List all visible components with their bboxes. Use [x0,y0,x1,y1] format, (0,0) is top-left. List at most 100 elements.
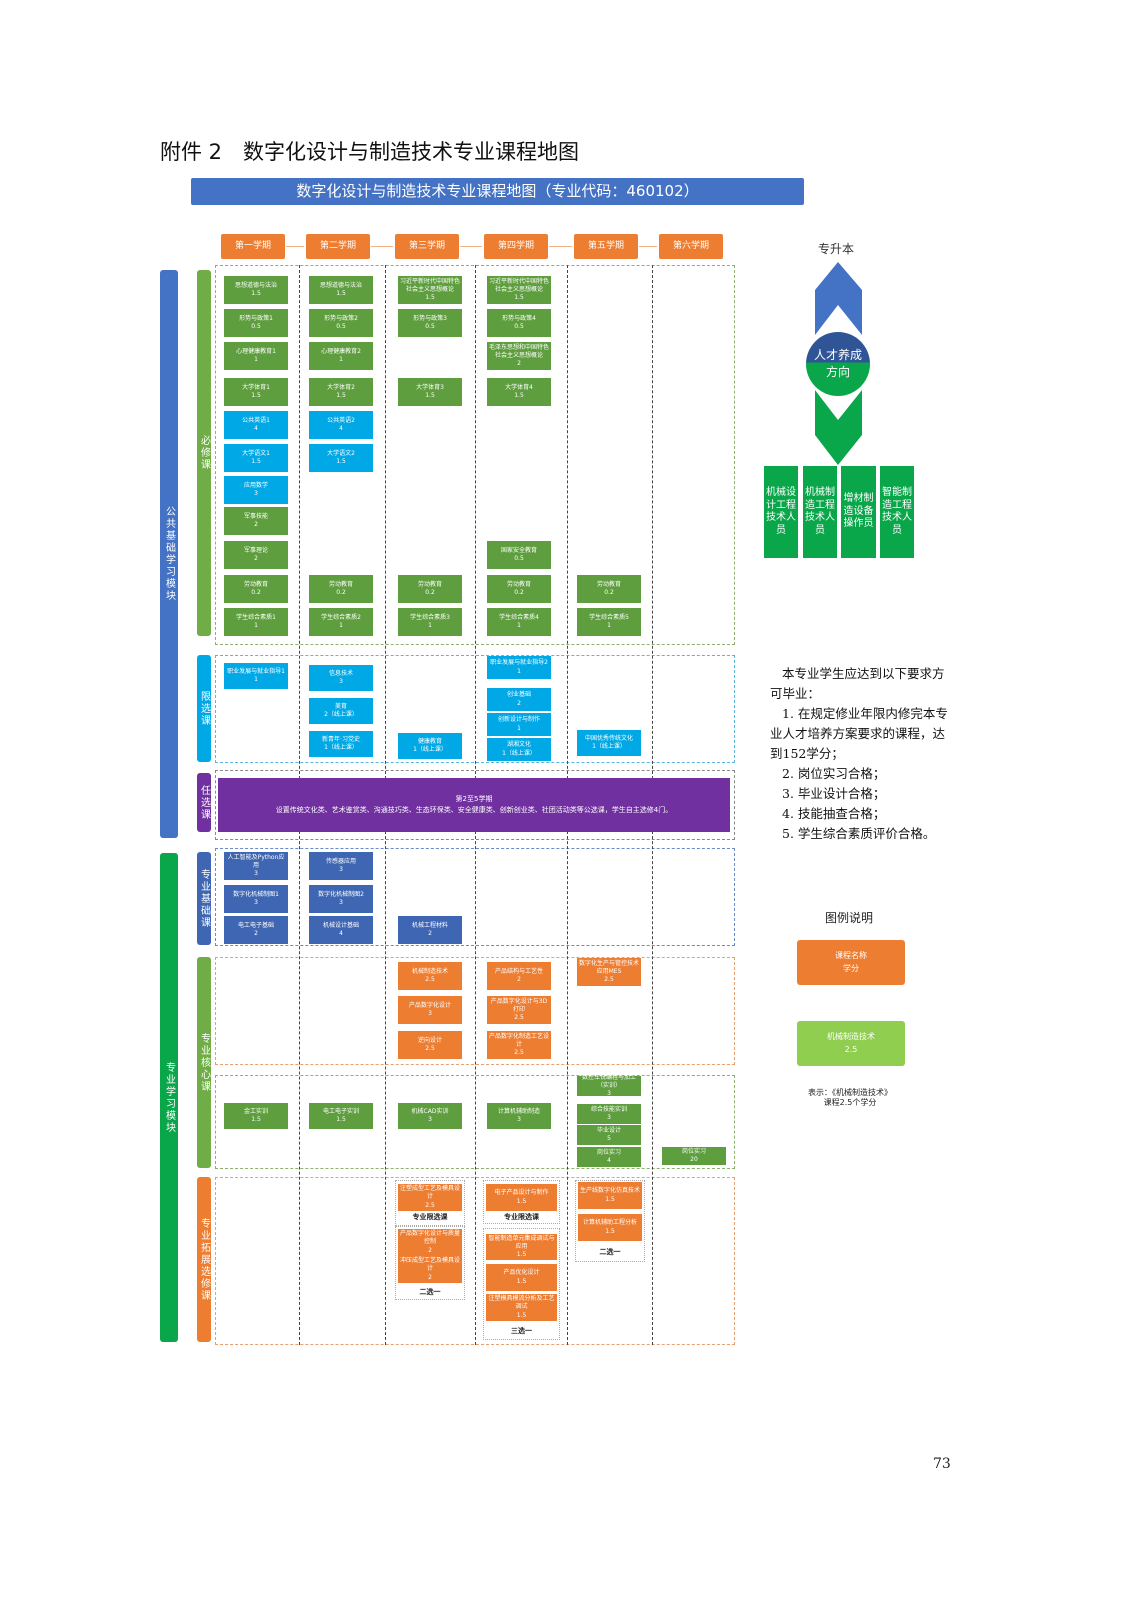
course-credit: 4 [339,425,343,432]
module-major: 专业学习模块 [160,853,178,1342]
page-number: 73 [933,1456,951,1472]
course-credit: 0.5 [514,323,524,330]
course-name: 注塑模具模流分析及工艺调试 [488,1295,555,1311]
course-name: 学生综合素质4 [499,613,539,621]
course-credit: 3 [607,1114,611,1121]
course-name: 综合技能实训 [590,1105,627,1113]
arrow-icon [460,246,482,247]
course-name: 劳动教育 [417,580,442,588]
req-item: 4. 技能抽查合格； [782,806,886,821]
job-box: 智能制造工程技术人员 [880,466,914,558]
course-credit: 1.5 [516,1197,527,1205]
course-credit: 0.2 [604,589,614,596]
course-name: 传感器应用 [325,857,356,865]
course-name: 毛泽东思想和中国特色社会主义思想概论 [489,343,550,359]
course-credit: 1.5 [516,1251,527,1259]
course-credit: 2 [517,360,521,368]
course-name: 劳动教育 [506,580,531,588]
course-credit: 0.5 [251,323,261,330]
course-credit: 1 [517,622,521,629]
arrow-icon [371,246,393,247]
arrow-icon [639,246,657,247]
course-credit: 3 [254,899,258,906]
course-name: 数控车铣编程与加工（实训） [581,1073,636,1089]
course-name: 电工电子基础 [237,921,274,929]
course-name: 学生综合素质5 [589,613,629,621]
course-name: 数字化机械制图1 [233,890,279,898]
course-name: 学生综合素质3 [410,613,450,621]
course-name: 人工智能及Python应用 [227,853,285,869]
course-credit: 1.5 [251,1116,261,1123]
req-item: 1. 在规定修业年限内修完本专业人才培养方案要求的课程，达到152学分； [770,706,948,761]
course-credit: 1.5 [516,1277,527,1285]
course-name: 毕业设计 [596,1126,621,1134]
course-credit: 1（线上课） [592,743,626,750]
course-credit: 1.5 [336,392,346,399]
course-name: 电子产品设计与制作 [494,1189,549,1197]
course-name: 冲压成型工艺及模具设计 [400,1257,461,1273]
course-credit: 0.5 [514,555,524,562]
semester-header: 第一学期 [221,234,285,259]
category-limited: 限选课 [197,655,211,762]
course-credit: 1 [517,724,521,732]
course-credit: 0.5 [425,323,435,330]
course-name: 机械制造技术 [411,967,448,975]
course-credit: 1.5 [336,290,346,297]
map-banner-title: 数字化设计与制造技术专业课程地图（专业代码：460102） [191,178,804,205]
course-credit: 1 [517,667,521,675]
course-name: 岗位实习 [681,1147,706,1155]
course-name: 产品数字化设计与3D打印 [490,997,548,1013]
legend-credit: 学分 [843,963,859,973]
legend-title: 图例说明 [825,911,874,925]
course-credit: 1.5 [605,1227,615,1235]
course-name: 形势与政策4 [502,314,536,322]
course-credit: 1（线上课） [324,744,358,751]
course-name: 学生综合素质1 [236,613,276,621]
course-name: 形势与政策3 [413,314,447,322]
course-name: 计算机辅助工程分析 [582,1219,637,1227]
course-name: 美育 [334,702,347,710]
course-credit: 2（线上课） [324,711,358,718]
course-credit: 20 [690,1156,698,1163]
course-name: 产品数字化设计 [408,1001,451,1009]
course-credit: 2.5 [514,1049,524,1057]
course-credit: 0.2 [336,589,346,596]
legend-credit: 2.5 [844,1044,858,1054]
course-credit: 1.5 [514,392,524,399]
course-name: 机械工程材料 [411,921,448,929]
job-box: 机械设计工程技术人员 [764,466,798,558]
course-credit: 1.5 [336,1116,346,1123]
legend-box-template: 课程名称 学分 [797,940,905,985]
course-credit: 2.5 [425,1045,435,1052]
course-credit: 1 [254,676,258,683]
course-name: 心理健康教育2 [321,347,361,355]
